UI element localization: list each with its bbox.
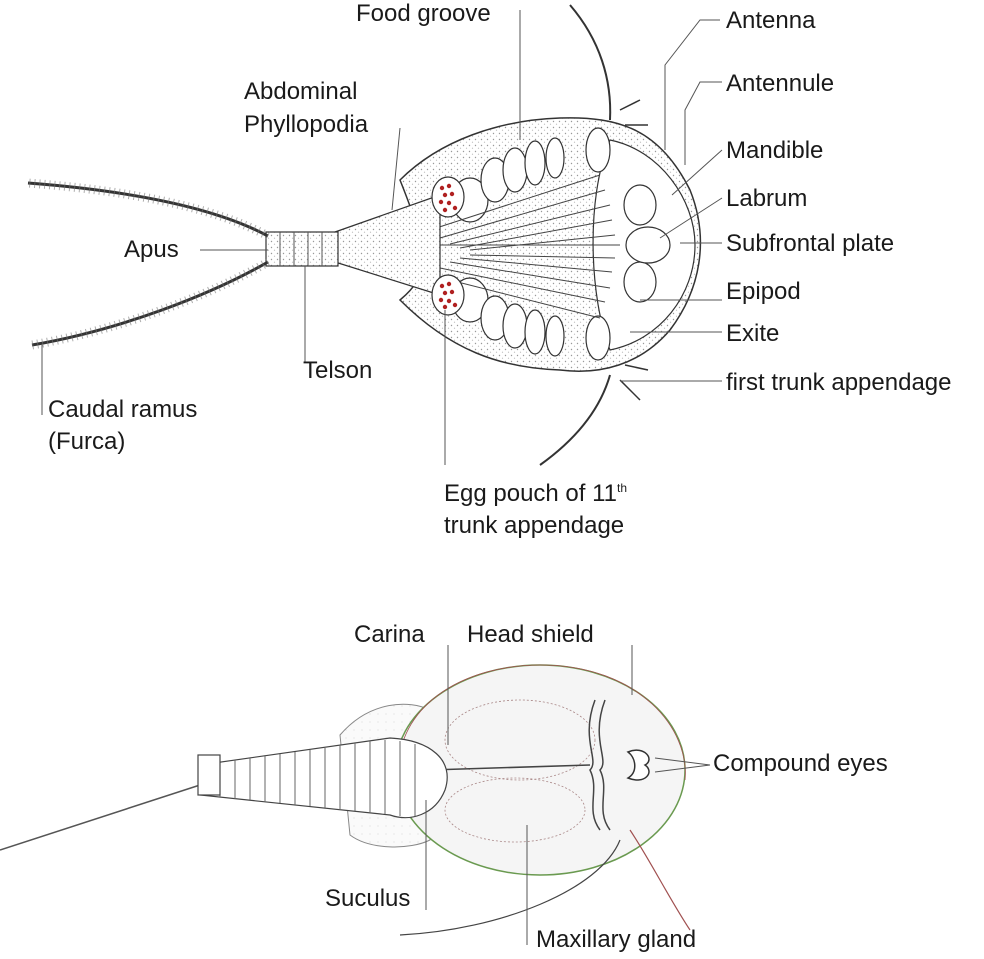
label-phyllopodia: Phyllopodia — [244, 111, 369, 138]
egg-pouch-upper — [431, 176, 465, 218]
abdomen-segmented — [199, 737, 448, 819]
label-egg-pouch-text: Egg pouch of 11 — [444, 480, 618, 507]
egg-pouch-lower — [431, 274, 465, 316]
label-abdominal: Abdominal — [244, 78, 358, 105]
caudal-ramus-upper — [27, 181, 269, 238]
label-apus: Apus — [124, 236, 179, 263]
trunk-limbs — [451, 127, 671, 361]
label-maxillary-gland: Maxillary gland — [536, 926, 697, 953]
label-caudal-ramus: Caudal ramus — [48, 396, 198, 423]
telson — [265, 231, 339, 267]
tail-filament — [0, 784, 201, 851]
caudal-ramus-lower — [31, 260, 269, 347]
leader-lines-bottom — [425, 645, 711, 945]
label-antennule: Antennule — [726, 70, 835, 97]
label-egg-pouch: Egg pouch of 11th — [444, 480, 627, 509]
label-carina: Carina — [354, 621, 425, 648]
label-labrum: Labrum — [726, 185, 808, 212]
ventral-view-drawing — [27, 4, 702, 466]
label-suculus: Suculus — [325, 885, 411, 912]
label-trunk-appendage: trunk appendage — [444, 512, 625, 539]
label-exite: Exite — [726, 320, 780, 347]
label-subfrontal-plate: Subfrontal plate — [726, 230, 895, 257]
label-compound-eyes: Compound eyes — [713, 750, 888, 777]
label-head-shield: Head shield — [467, 621, 594, 648]
telson-dorsal — [197, 754, 221, 796]
label-telson: Telson — [303, 357, 373, 384]
label-antenna: Antenna — [726, 7, 816, 34]
label-food-groove: Food groove — [356, 0, 491, 27]
label-epipod: Epipod — [726, 278, 801, 305]
label-mandible: Mandible — [726, 137, 824, 164]
label-furca: (Furca) — [48, 428, 126, 455]
label-first-trunk-appendage: first trunk appendage — [726, 369, 952, 396]
abdomen — [334, 194, 441, 296]
label-egg-pouch-sup: th — [617, 481, 628, 495]
antenna-upper — [569, 4, 612, 121]
leader-lines-top — [41, 10, 723, 465]
dorsal-view-drawing — [0, 664, 691, 936]
compound-eyes-shape — [626, 749, 650, 781]
antenna-lower — [539, 374, 611, 466]
